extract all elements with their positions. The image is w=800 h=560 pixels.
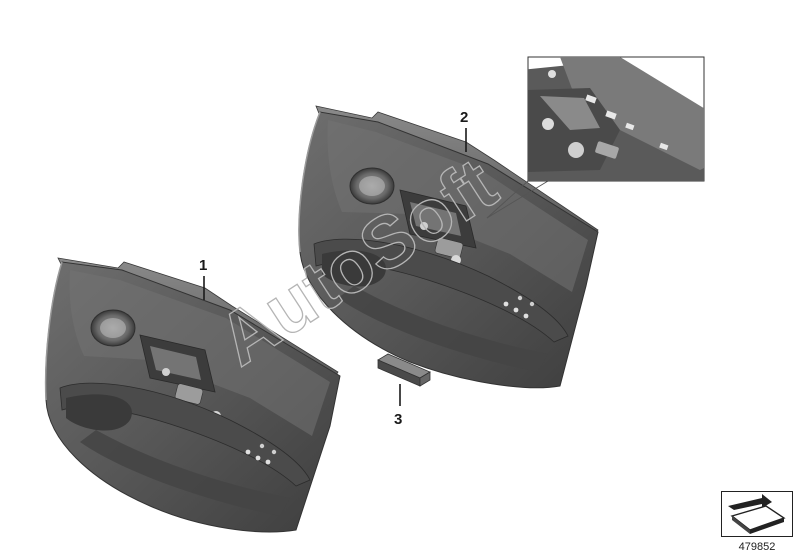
detail-inset (486, 56, 705, 219)
door-panel-part-1 (44, 257, 341, 533)
callout-label-2: 2 (460, 109, 468, 126)
callout-1: 1 (199, 257, 207, 300)
switch-part-3 (377, 353, 431, 387)
reference-number: 479852 (738, 541, 776, 553)
callout-2: 2 (460, 109, 468, 152)
callout-3: 3 (394, 384, 402, 428)
arrow-ribbon-icon (728, 494, 786, 534)
reference-box (721, 491, 793, 537)
callout-label-1: 1 (199, 257, 207, 274)
callout-label-3: 3 (394, 411, 402, 428)
door-panel-part-2 (298, 105, 599, 389)
